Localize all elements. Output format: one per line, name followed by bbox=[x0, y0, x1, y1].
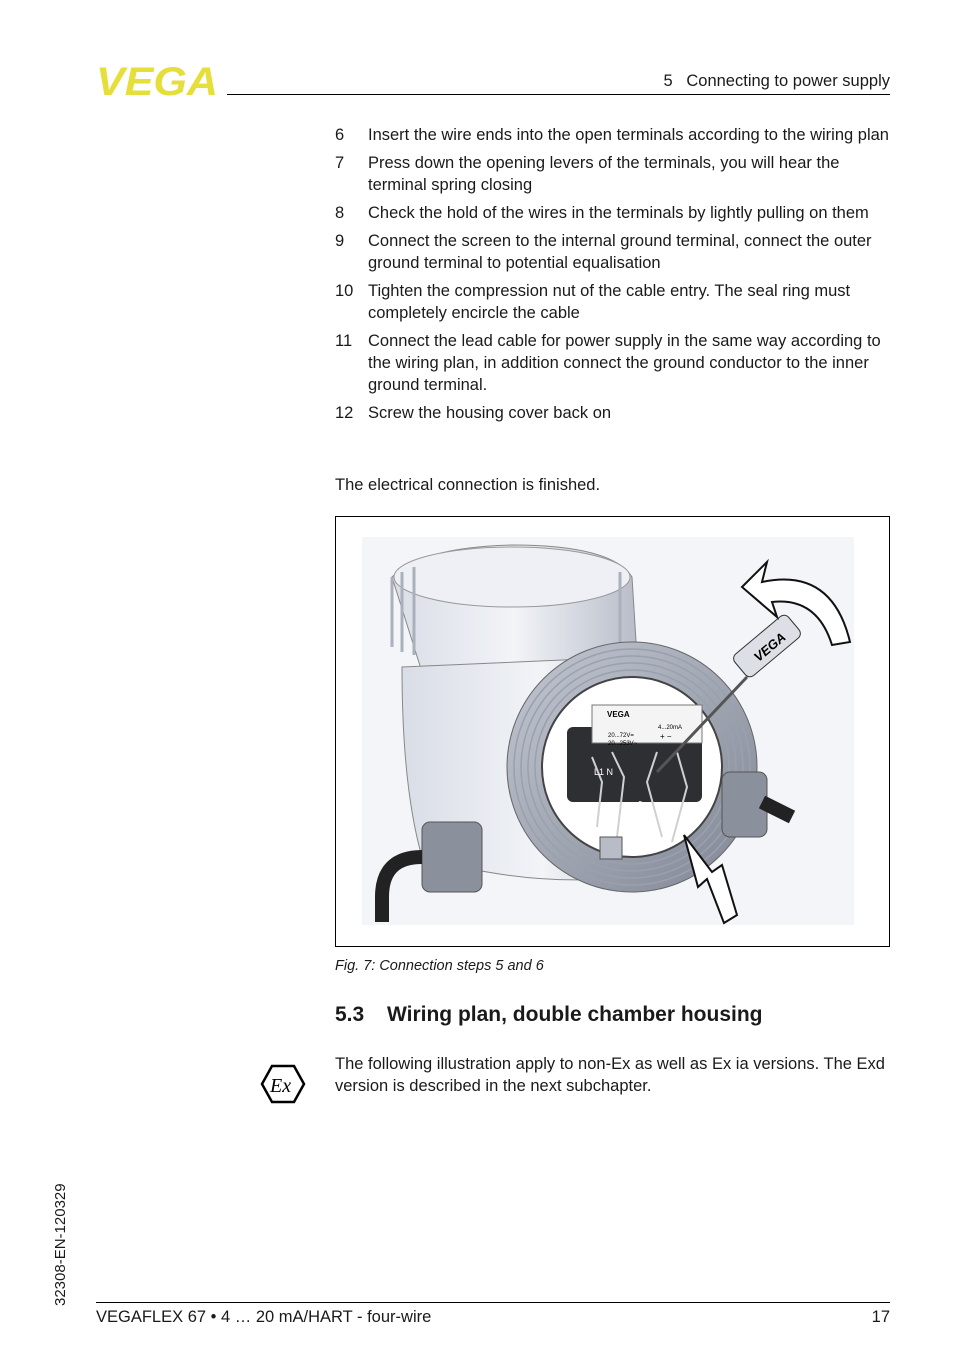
footer-title: VEGAFLEX 67 • 4 … 20 mA/HART - four-wire bbox=[96, 1308, 432, 1326]
voltage-label-1: 20...72V= bbox=[608, 733, 634, 739]
step-text: Screw the housing cover back on bbox=[368, 404, 612, 422]
step-number: 10 bbox=[335, 282, 354, 300]
list-item: 7 Press down the opening levers of the te… bbox=[335, 152, 891, 196]
l1-n-label: L1 N bbox=[594, 767, 613, 777]
section-title: Wiring plan, double chamber housing bbox=[387, 1003, 763, 1026]
step-number: 7 bbox=[335, 154, 345, 172]
section-heading: 5.3 Wiring plan, double chamber housing bbox=[335, 1003, 763, 1027]
closing-sentence: The electrical connection is finished. bbox=[335, 476, 601, 494]
list-item: 10 Tighten the compression nut of the cab… bbox=[335, 280, 891, 324]
rotation-arrow-icon bbox=[740, 558, 852, 647]
vega-logo: VEGA bbox=[96, 64, 218, 98]
figure-frame: VEGA 20...72V= 20...253V~ L1 N 4...20mA … bbox=[335, 516, 890, 947]
ex-icon-text: Ex bbox=[269, 1075, 291, 1097]
page-number: 17 bbox=[871, 1308, 890, 1326]
footer-rule bbox=[96, 1302, 890, 1303]
section-paragraph: The following illustration apply to non-… bbox=[335, 1055, 885, 1095]
step-text: Connect the lead cable for power supply … bbox=[368, 332, 881, 394]
current-label: 4...20mA bbox=[658, 725, 682, 731]
list-item: 9 Connect the screen to the internal grou… bbox=[335, 230, 891, 274]
step-number: 8 bbox=[335, 204, 345, 222]
logo-text: VEGA bbox=[96, 64, 218, 98]
list-item: 12 Screw the housing cover back on bbox=[335, 402, 891, 424]
step-text: Tighten the compression nut of the cable… bbox=[368, 282, 851, 322]
pointer-arrow-icon bbox=[683, 834, 739, 925]
section-number: 5.3 bbox=[335, 1003, 365, 1026]
ex-protection-icon: Ex bbox=[260, 1064, 306, 1104]
step-list: 6 Insert the wire ends into the open term… bbox=[335, 124, 891, 430]
voltage-label-2: 20...253V~ bbox=[608, 741, 638, 747]
list-item: 11 Connect the lead cable for power suppl… bbox=[335, 330, 891, 396]
list-item: 8 Check the hold of the wires in the term… bbox=[335, 202, 891, 224]
step-text: Check the hold of the wires in the termi… bbox=[368, 204, 869, 222]
terminal-1-label: 1 bbox=[578, 808, 583, 817]
step-number: 12 bbox=[335, 404, 354, 422]
step-number: 9 bbox=[335, 232, 345, 250]
running-header-section: 5 Connecting to power supply bbox=[663, 72, 890, 90]
step-text: Press down the opening levers of the ter… bbox=[368, 154, 840, 194]
figure-caption: Fig. 7: Connection steps 5 and 6 bbox=[335, 958, 544, 974]
list-item: 6 Insert the wire ends into the open term… bbox=[335, 124, 891, 146]
polarity-label: + − bbox=[660, 732, 672, 741]
step-text: Insert the wire ends into the open termi… bbox=[368, 126, 889, 144]
terminal-3-label: 3 bbox=[638, 800, 643, 809]
housing-illustration: VEGA 20...72V= 20...253V~ L1 N 4...20mA … bbox=[362, 537, 854, 925]
board-brand: VEGA bbox=[607, 710, 630, 719]
step-number: 6 bbox=[335, 126, 345, 144]
step-number: 11 bbox=[335, 332, 353, 350]
header-rule bbox=[227, 94, 890, 95]
step-text: Connect the screen to the internal groun… bbox=[368, 232, 872, 272]
document-code: 32308-EN-120329 bbox=[52, 1183, 69, 1306]
